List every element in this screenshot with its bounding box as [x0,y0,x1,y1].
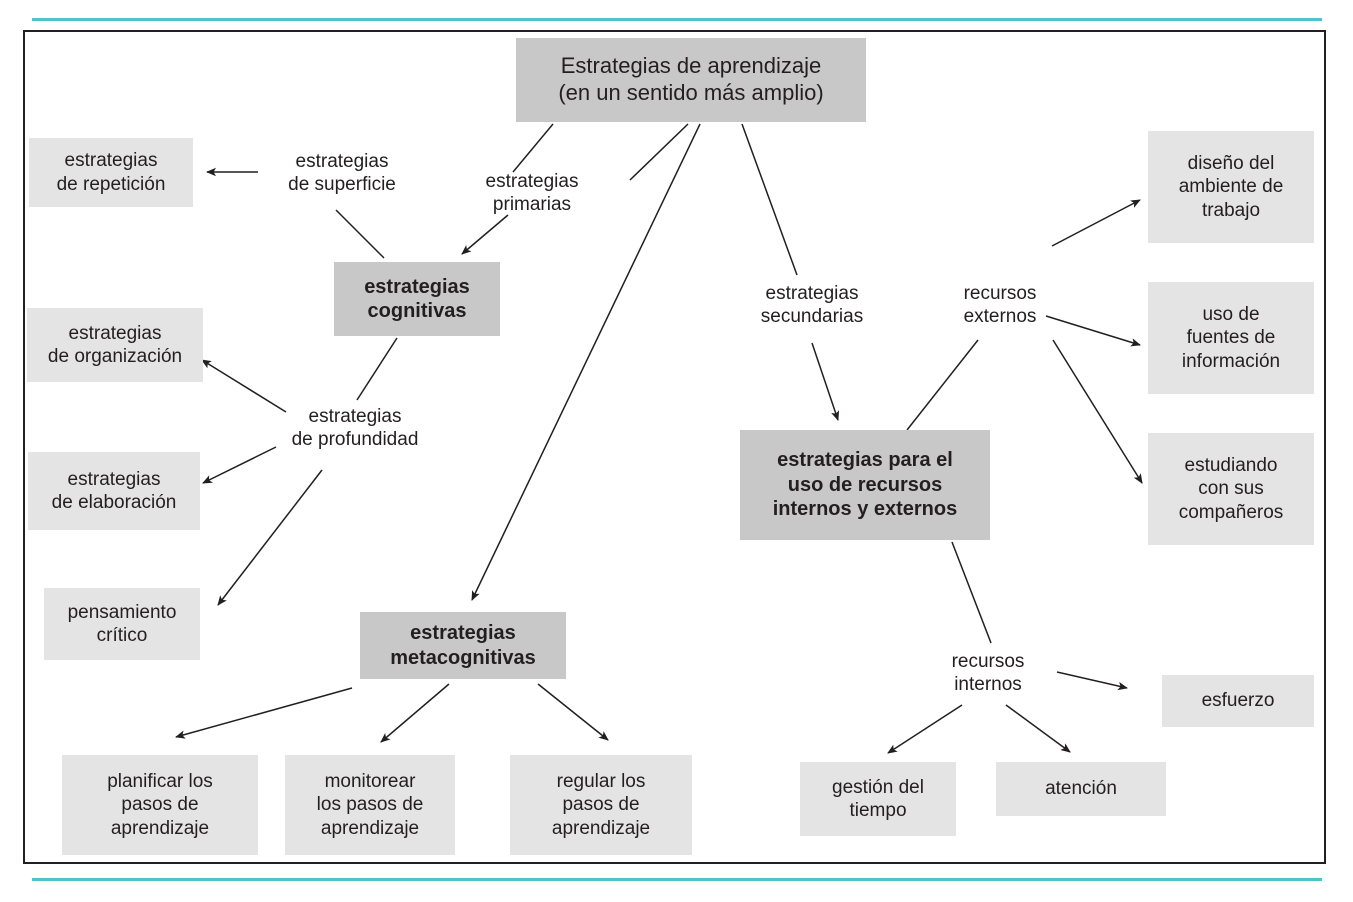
edge-label-superficie: estrategias de superficie [288,150,396,195]
node-regular-pasos[interactable]: regular los pasos de aprendizaje [510,755,692,855]
node-esfuerzo[interactable]: esfuerzo [1162,675,1314,727]
node-root-line2: (en un sentido más amplio) [558,80,824,105]
edge-label-profundidad: estrategias de profundidad [291,405,419,450]
node-estrategias-metacognitivas[interactable]: estrategias metacognitivas [360,612,566,679]
node-estudiando-companeros[interactable]: estudiando con sus compañeros [1148,433,1314,545]
diagram-frame [23,30,1326,864]
node-atencion[interactable]: atención [996,762,1166,816]
node-estrategias-repeticion[interactable]: estrategias de repetición [29,138,193,207]
edge-label-primarias: estrategias primarias [485,170,579,215]
node-estrategias-cognitivas[interactable]: estrategias cognitivas [334,262,500,336]
node-root[interactable]: Estrategias de aprendizaje (en un sentid… [516,38,866,122]
node-pensamiento-critico[interactable]: pensamiento crítico [44,588,200,660]
node-estrategias-organizacion[interactable]: estrategias de organización [27,308,203,382]
node-root-line1: Estrategias de aprendizaje [560,53,822,79]
bottom-accent-rule [32,878,1322,881]
node-planificar-pasos[interactable]: planificar los pasos de aprendizaje [62,755,258,855]
top-accent-rule [32,18,1322,21]
node-estrategias-recursos[interactable]: estrategias para el uso de recursos inte… [740,430,990,540]
node-estrategias-elaboracion[interactable]: estrategias de elaboración [28,452,200,530]
edge-label-recursos-internos: recursos internos [951,650,1025,695]
node-gestion-tiempo[interactable]: gestión del tiempo [800,762,956,836]
node-monitorear-pasos[interactable]: monitorear los pasos de aprendizaje [285,755,455,855]
node-diseno-ambiente-trabajo[interactable]: diseño del ambiente de trabajo [1148,131,1314,243]
edge-label-secundarias: estrategias secundarias [760,282,864,327]
edge-label-recursos-externos: recursos externos [963,282,1037,327]
node-uso-fuentes-informacion[interactable]: uso de fuentes de información [1148,282,1314,394]
